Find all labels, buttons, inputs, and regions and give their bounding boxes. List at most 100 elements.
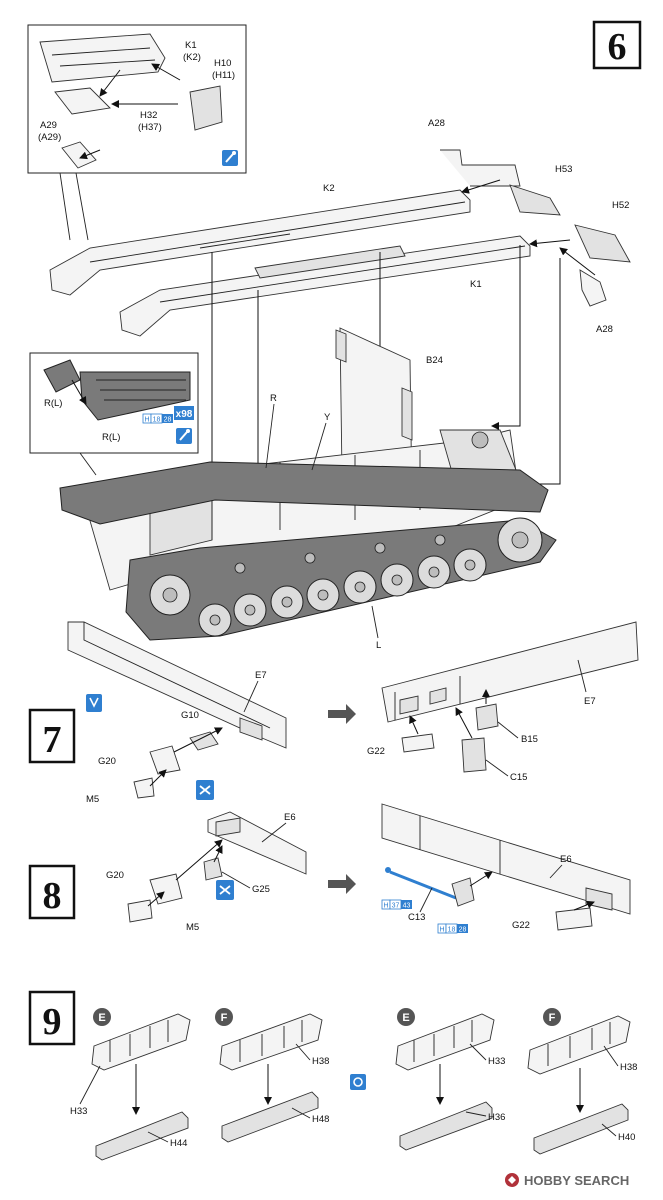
step-6: 6 K1 (K2) H10 (H11) H32 (H37) A29 (A29) bbox=[27, 20, 642, 651]
label-e7-left: E7 bbox=[255, 670, 267, 681]
label-upper: H38 bbox=[312, 1056, 329, 1067]
fender-k1 bbox=[119, 235, 531, 337]
part-h53 bbox=[509, 184, 561, 216]
label-h53: H53 bbox=[555, 164, 572, 175]
part-c15 bbox=[461, 737, 487, 773]
label-a28-top: A28 bbox=[428, 118, 445, 129]
label-h11-alt: (H11) bbox=[212, 70, 235, 81]
next-arrow-icon bbox=[328, 704, 356, 724]
label-lower: H48 bbox=[312, 1114, 329, 1125]
label-g10: G10 bbox=[181, 710, 199, 721]
part-m5 bbox=[133, 777, 155, 799]
label-lower: H40 bbox=[618, 1132, 635, 1143]
step-9-number-box: 9 bbox=[28, 990, 76, 1046]
paint-code-chip: H 18 28 bbox=[142, 413, 173, 424]
part-g25 bbox=[203, 857, 223, 881]
label-h10: H10 bbox=[214, 58, 231, 69]
label-e7-right: E7 bbox=[584, 696, 596, 707]
paint-code-chip-a: H 37 43 bbox=[381, 899, 412, 910]
label-lower: H36 bbox=[488, 1112, 505, 1123]
label-k1: K1 bbox=[470, 279, 482, 290]
step-9-variant-1: E H33 H44 bbox=[70, 1008, 191, 1161]
label-g25: G25 bbox=[252, 884, 270, 895]
label-upper: H38 bbox=[620, 1062, 637, 1073]
paint-num-a: 18 bbox=[448, 927, 456, 934]
label-r: R bbox=[270, 393, 277, 404]
label-e6-right: E6 bbox=[560, 854, 572, 865]
label-upper: H33 bbox=[488, 1056, 505, 1067]
variant-badge: F bbox=[221, 1012, 228, 1024]
label-c15: C15 bbox=[510, 772, 527, 783]
paint-num-b: 28 bbox=[164, 417, 172, 424]
variant-badge: F bbox=[549, 1012, 556, 1024]
paint-num-b: 28 bbox=[459, 927, 467, 934]
track-inset: R(L) R(L) H 18 28 x98 bbox=[29, 352, 199, 476]
variant-badge: E bbox=[98, 1012, 105, 1024]
glue-icon bbox=[222, 150, 238, 166]
next-arrow-icon bbox=[328, 874, 356, 894]
label-a29: A29 bbox=[40, 120, 57, 131]
label-g22: G22 bbox=[512, 920, 530, 931]
quantity-label: x98 bbox=[176, 409, 193, 420]
label-upper: H33 bbox=[70, 1106, 87, 1117]
step-7-number-box: 7 bbox=[28, 708, 76, 764]
fender-e7-right bbox=[381, 621, 639, 723]
label-h32: H32 bbox=[140, 110, 157, 121]
part-m5 bbox=[127, 899, 153, 923]
paint-code: H bbox=[383, 903, 388, 910]
cut-icon bbox=[216, 880, 234, 900]
fender-k2 bbox=[49, 189, 471, 296]
label-k2-alt: (K2) bbox=[183, 52, 201, 63]
label-lower: H44 bbox=[170, 1138, 187, 1149]
glue-icon bbox=[350, 1074, 366, 1090]
label-track-r-l-a: R(L) bbox=[44, 398, 62, 409]
paint-code: H bbox=[144, 417, 149, 424]
step-6-number-box: 6 bbox=[592, 20, 642, 70]
paint-num-b: 43 bbox=[403, 903, 411, 910]
cut-icon bbox=[196, 780, 214, 800]
label-k1: K1 bbox=[185, 40, 197, 51]
step-7: 7 E7 G10 G20 M5 bbox=[28, 621, 639, 805]
part-g20 bbox=[149, 745, 181, 775]
label-y: Y bbox=[324, 412, 331, 423]
part-h52 bbox=[574, 224, 631, 263]
part-h32 bbox=[54, 87, 111, 115]
tank-hull bbox=[59, 429, 557, 641]
label-g20: G20 bbox=[106, 870, 124, 881]
step-9-number: 9 bbox=[43, 1001, 62, 1043]
label-a29-alt: (A29) bbox=[38, 132, 61, 143]
label-h52: H52 bbox=[612, 200, 629, 211]
part-g10 bbox=[189, 731, 219, 751]
label-e6-left: E6 bbox=[284, 812, 296, 823]
part-c13 bbox=[385, 867, 475, 907]
label-h37-alt: (H37) bbox=[138, 122, 162, 133]
fender-e6-right bbox=[381, 803, 631, 915]
step-7-number: 7 bbox=[43, 719, 62, 761]
quantity-badge: x98 bbox=[174, 406, 194, 420]
label-l: L bbox=[376, 640, 381, 651]
part-h10 bbox=[189, 85, 223, 131]
variant-badge: E bbox=[402, 1012, 409, 1024]
paint-code-chip-b: H 18 28 bbox=[437, 923, 468, 934]
watermark-text: HOBBY SEARCH bbox=[524, 1173, 629, 1188]
label-c13: C13 bbox=[408, 912, 425, 923]
watermark: HOBBY SEARCH bbox=[505, 1173, 629, 1188]
glue-icon-track bbox=[176, 428, 192, 444]
step-8: 8 E6 G20 G25 M5 E bbox=[28, 803, 631, 934]
label-g22: G22 bbox=[367, 746, 385, 757]
part-g22 bbox=[555, 907, 593, 931]
label-m5: M5 bbox=[186, 922, 199, 933]
step-9-variant-2: F H38 H48 bbox=[215, 1008, 329, 1143]
step-8-number: 8 bbox=[43, 875, 62, 917]
part-b15 bbox=[475, 703, 499, 731]
step-9-variant-3: E H33 H36 bbox=[395, 1008, 505, 1151]
paint-code: H bbox=[439, 927, 444, 934]
part-g22 bbox=[401, 733, 435, 753]
step-9: 9 E H33 H44 F H38 H48 bbox=[28, 990, 637, 1161]
label-b15: B15 bbox=[521, 734, 538, 745]
step-6-inset: K1 (K2) H10 (H11) H32 (H37) A29 (A29) bbox=[27, 24, 247, 241]
label-track-r-l-b: R(L) bbox=[102, 432, 120, 443]
step-9-variant-4: F H38 H40 bbox=[527, 1008, 637, 1155]
label-b24: B24 bbox=[426, 355, 443, 366]
